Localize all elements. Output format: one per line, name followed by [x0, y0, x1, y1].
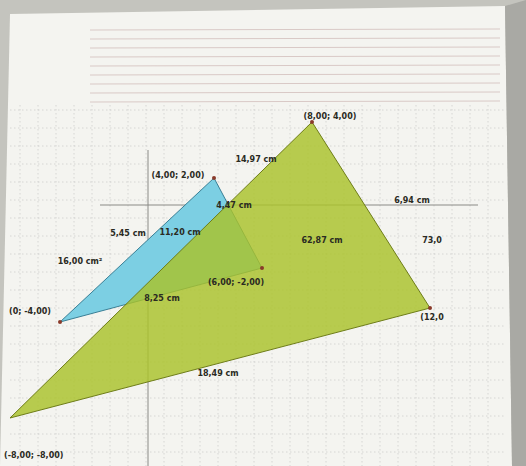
- measure-label: 4,47 cm: [216, 202, 252, 210]
- grid-line: [10, 128, 505, 129]
- measure-label: 6,94 cm: [394, 197, 430, 205]
- measure-label: (8,00; 4,00): [304, 113, 357, 121]
- green-triangle: [10, 122, 430, 418]
- measure-label: (-8,00; -8,00): [4, 452, 63, 460]
- grid-line: [10, 452, 505, 453]
- ruled-line: [90, 29, 500, 30]
- vertex-point: [58, 320, 62, 324]
- grid-line: [434, 105, 435, 466]
- ruled-line: [90, 74, 500, 75]
- vertex-point: [428, 306, 432, 310]
- measure-label: 8,25 cm: [144, 295, 180, 303]
- vertex-point: [260, 266, 264, 270]
- paper-sheet: [0, 6, 512, 466]
- grid-line: [38, 105, 39, 466]
- ruled-line: [90, 56, 500, 57]
- ruled-header: [90, 29, 500, 102]
- grid-dots: [10, 105, 505, 466]
- grid-line: [470, 105, 471, 466]
- grid-line: [92, 105, 93, 466]
- measure-label: (12,0: [420, 314, 443, 322]
- measure-label: 11,20 cm: [159, 229, 200, 237]
- measure-label: (0; -4,00): [9, 308, 51, 316]
- vertex-point: [212, 176, 216, 180]
- measure-label: (6,00; -2,00): [208, 279, 264, 287]
- measure-label: 62,87 cm: [301, 237, 342, 245]
- grid-line: [10, 146, 505, 147]
- grid-line: [74, 105, 75, 466]
- page-edge: [505, 0, 526, 466]
- grid-line: [56, 105, 57, 466]
- measure-label: 16,00 cm²: [58, 258, 103, 266]
- grid-line: [10, 416, 505, 417]
- measure-label: 73,0: [422, 237, 442, 245]
- ruled-line: [90, 47, 500, 48]
- measure-label: (4,00; 2,00): [152, 172, 205, 180]
- grid-line: [10, 434, 505, 435]
- measure-label: 5,45 cm: [110, 230, 146, 238]
- ruled-line: [90, 92, 500, 93]
- ruled-line: [90, 65, 500, 66]
- grid-line: [452, 105, 453, 466]
- ruled-line: [90, 38, 500, 39]
- measure-label: 14,97 cm: [235, 156, 276, 164]
- grid-line: [10, 110, 505, 111]
- grid-line: [488, 105, 489, 466]
- ruled-line: [90, 83, 500, 84]
- ruled-line: [90, 101, 500, 102]
- measure-label: 18,49 cm: [197, 370, 238, 378]
